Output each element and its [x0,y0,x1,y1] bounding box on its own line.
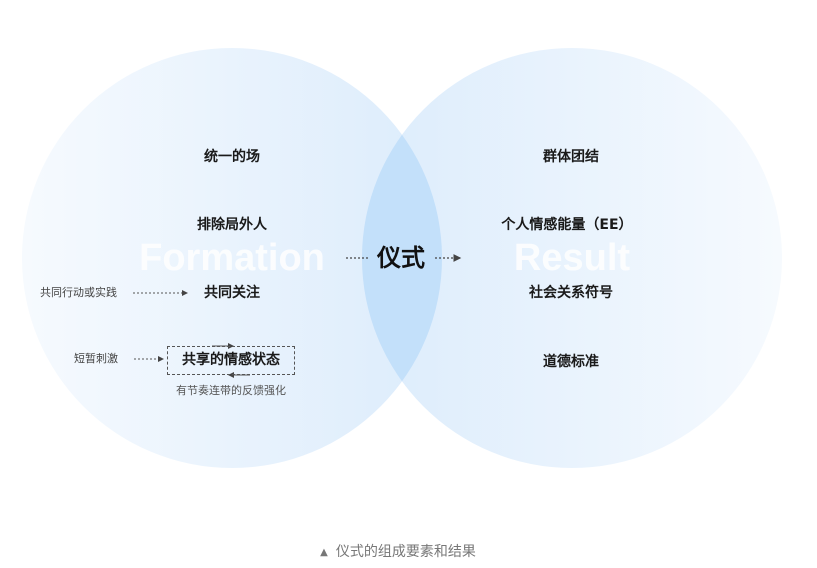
result-item-social-symbols: 社会关系符号 [529,285,613,301]
formation-item-shared-focus: 共同关注 [204,285,260,301]
formation-circle [22,48,442,468]
result-item-emotional-energy: 个人情感能量（EE） [501,217,633,233]
result-watermark: Result [513,237,631,279]
input-joint-action: 共同行动或实践 [40,286,117,299]
input-stimulus: 短暂刺激 [74,352,118,365]
result-item-moral-standards: 道德标准 [543,354,599,370]
feedback-note: 有节奏连带的反馈强化 [176,384,286,397]
triangle-up-icon: ▲ [320,547,328,558]
formation-item-unified-field: 统一的场 [204,149,260,165]
formation-watermark: Formation [139,237,325,279]
shared-mood-box [167,346,295,375]
result-circle [362,48,782,468]
figure-caption: ▲ 仪式的组成要素和结果 [320,544,476,562]
ritual-center-label: 仪式 [377,244,425,272]
caption-text: 仪式的组成要素和结果 [335,544,476,560]
formation-item-shared-mood: 共享的情感状态 [182,352,280,368]
formation-item-exclude-outsiders: 排除局外人 [197,217,267,233]
result-item-group-solidarity: 群体团结 [543,149,599,165]
